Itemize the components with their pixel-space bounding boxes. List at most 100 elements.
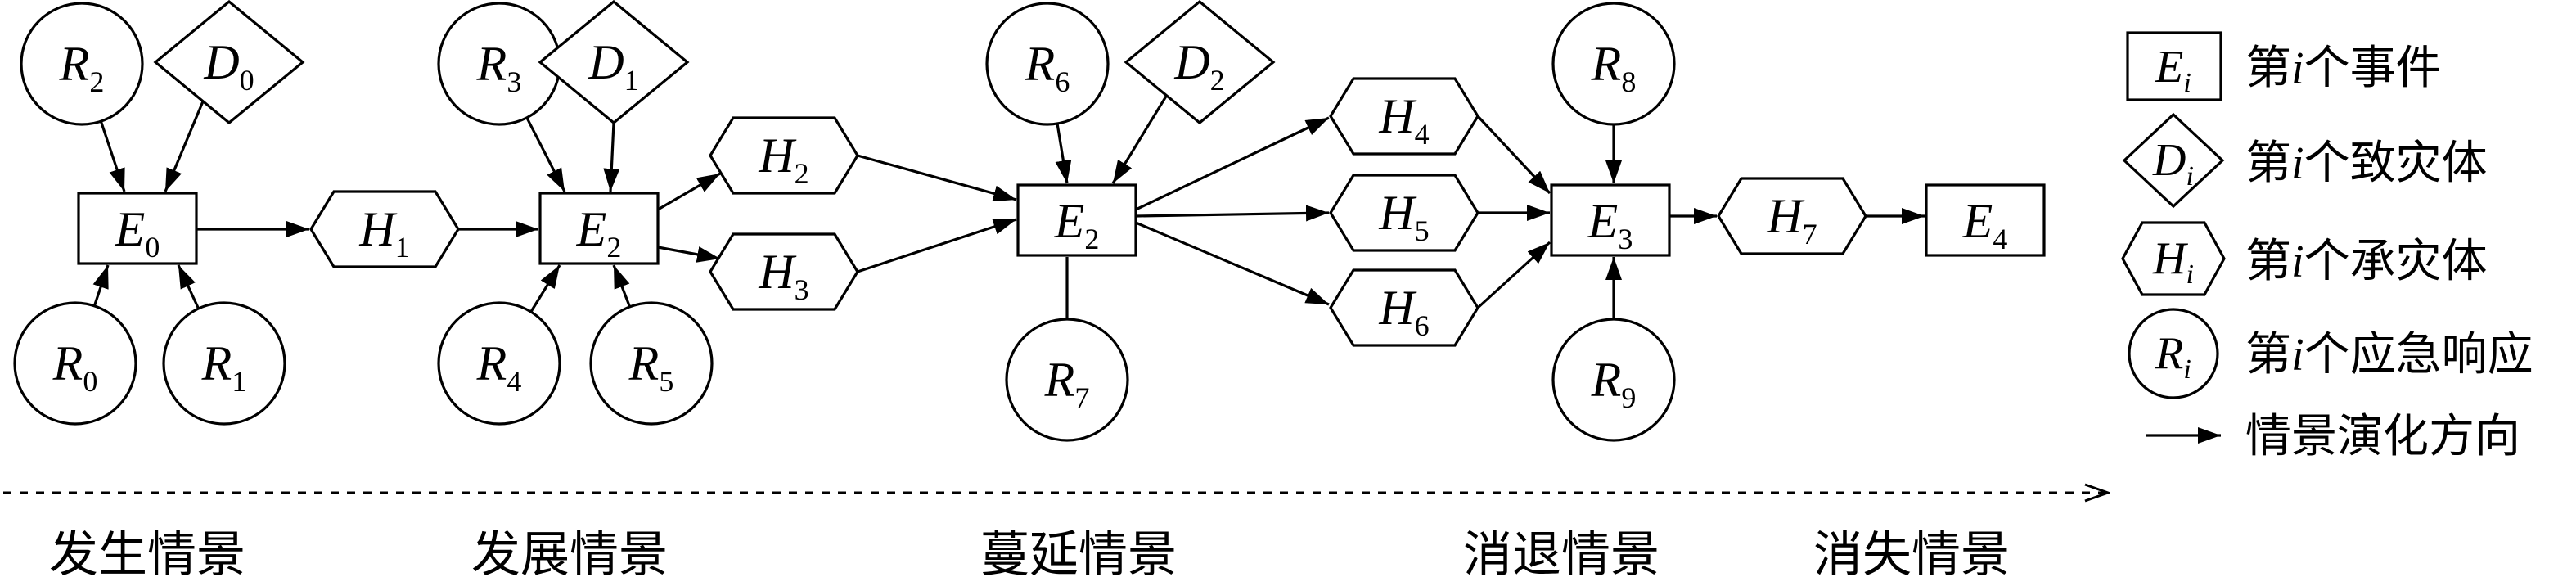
node-subscript: 4 [507, 365, 521, 398]
arrow-e2-to-h3 [657, 246, 721, 263]
node-letter: R [201, 336, 232, 390]
arrow-r2-to-e0 [99, 120, 126, 192]
node-letter: E [1054, 194, 1085, 248]
response-circle [589, 301, 714, 426]
node-letter: E [115, 202, 146, 256]
legend-symbol-label: Ei [2155, 42, 2191, 98]
carrier-hexagon [1329, 174, 1479, 252]
legend-symbol-letter: E [2155, 42, 2183, 92]
carrier-hexagon [1329, 268, 1479, 347]
carrier-node-h5: H5 [1329, 174, 1479, 252]
carrier-hexagon [309, 190, 460, 268]
node-letter: E [1587, 194, 1619, 248]
stage-label-occurrence: 发生情景 [49, 526, 245, 584]
event-rect [77, 192, 198, 265]
node-letter: H [1766, 189, 1805, 243]
node-label: R8 [1591, 37, 1637, 98]
legend-text-var: i [2291, 237, 2304, 287]
node-letter: R [1044, 353, 1075, 407]
legend-text-prefix: 第 [2245, 42, 2291, 95]
node-label: R0 [52, 336, 98, 398]
legend-text-prefix: 第 [2245, 235, 2291, 288]
arrow-d0-to-e0 [164, 101, 205, 192]
disaster-diamond [153, 0, 305, 125]
disaster-diamond [538, 0, 690, 125]
node-subscript: 7 [1803, 218, 1817, 250]
node-label: H6 [1378, 281, 1429, 342]
disaster-node-d1: D1 [538, 0, 690, 125]
legend-text-var: i [2291, 138, 2304, 189]
arrow-r3-to-e2 [525, 117, 566, 192]
legend-carrier-hexagon [2121, 221, 2226, 296]
legend-item-direction: 情景演化方向 [2146, 410, 2520, 463]
response-circle [1551, 2, 1676, 126]
node-letter: R [1591, 37, 1622, 91]
carrier-node-h6: H6 [1329, 268, 1479, 347]
node-label: H1 [358, 202, 409, 264]
legend-symbol-subscript: i [2183, 68, 2191, 98]
legend-disaster-diamond [2122, 112, 2225, 209]
carrier-hexagon [1717, 177, 1867, 255]
node-label: D0 [203, 35, 254, 97]
node-label: D2 [1173, 35, 1224, 97]
legend-text-var: i [2291, 330, 2304, 381]
node-letter: R [52, 336, 83, 390]
arrow-e2-center-to-h4 [1135, 116, 1330, 211]
response-circle [437, 301, 561, 426]
node-subscript: 8 [1621, 65, 1636, 98]
node-label: E4 [1962, 194, 2008, 255]
node-subscript: 2 [1210, 64, 1225, 97]
event-rect [1016, 183, 1137, 257]
legend-item-carrier: Hi 第i个承灾体 [2121, 221, 2488, 296]
node-subscript: 3 [507, 65, 521, 98]
node-letter: R [628, 336, 660, 390]
response-node-r5: R5 [589, 301, 714, 426]
node-letter: H [1378, 281, 1417, 335]
legend-symbol-letter: D [2152, 135, 2186, 186]
response-circle [985, 2, 1110, 126]
legend-text-suffix: 个事件 [2304, 42, 2442, 95]
carrier-node-h2: H2 [709, 116, 859, 195]
node-subscript: 4 [1415, 118, 1430, 151]
disaster-diamond [1124, 0, 1276, 125]
disaster-node-d0: D0 [153, 0, 305, 125]
legend-text-suffix: 个应急响应 [2304, 328, 2533, 381]
legend: Ei 第i个事件 Di 第i个致灾体 Hi 第i个承灾体 Ri 第i个应急响应 … [2121, 31, 2533, 463]
node-subscript: 0 [83, 365, 97, 398]
event-node-e0: E0 [77, 192, 198, 265]
arrow-e2-center-to-h5 [1135, 205, 1330, 222]
stage-label-spread: 蔓延情景 [980, 526, 1177, 584]
carrier-node-h4: H4 [1329, 77, 1479, 156]
response-circle [1551, 318, 1676, 442]
legend-text: 第i个应急响应 [2245, 328, 2533, 381]
arrow-h2-to-e2-center [857, 154, 1017, 202]
node-letter: H [758, 128, 797, 183]
response-node-r8: R8 [1551, 2, 1676, 126]
node-subscript: 5 [1415, 214, 1430, 247]
legend-symbol-letter: R [2155, 328, 2183, 379]
node-subscript: 2 [606, 231, 621, 264]
node-label: R3 [476, 37, 522, 98]
stage-labels: 发生情景 发展情景 蔓延情景 消退情景 消失情景 [49, 526, 2010, 584]
node-label: E0 [115, 202, 160, 264]
arrow-d2-to-e2-center [1111, 94, 1169, 184]
node-letter: R [476, 336, 507, 390]
legend-text: 第i个致灾体 [2245, 137, 2488, 190]
node-letter: D [588, 35, 624, 89]
legend-text-var: i [2291, 43, 2304, 94]
node-subscript: 5 [659, 365, 673, 398]
node-label: H2 [758, 128, 808, 190]
node-letter: R [1591, 353, 1622, 407]
legend-text-suffix: 个致灾体 [2304, 137, 2488, 190]
event-node-e4: E4 [1925, 183, 2046, 257]
carrier-node-h3: H3 [709, 232, 859, 311]
response-circle [13, 301, 137, 426]
arrow-h4-to-e3 [1476, 115, 1551, 195]
arrow-e2-center-to-h6 [1135, 221, 1330, 306]
legend-text-prefix: 第 [2245, 328, 2291, 381]
event-node-e2-development: E2 [538, 192, 660, 265]
node-label: H4 [1378, 89, 1429, 151]
response-node-r4: R4 [437, 301, 561, 426]
node-label: R6 [1025, 37, 1070, 98]
legend-text: 第i个事件 [2245, 42, 2442, 95]
